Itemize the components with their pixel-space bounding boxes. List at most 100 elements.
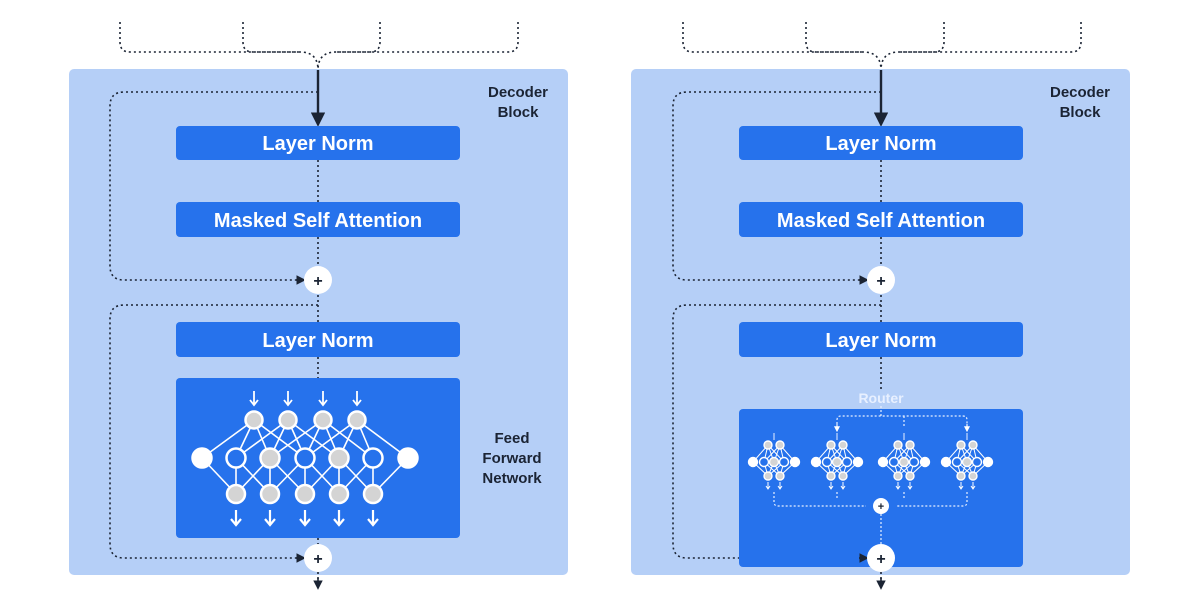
left-attention-label: Masked Self Attention [214,210,422,232]
expert-node [852,456,864,468]
right-input-lines [682,22,1082,71]
expert-node [763,471,773,481]
expert-node [898,456,910,468]
left-add-node-2 [304,544,332,572]
left-ffn-label-2: Forward [482,450,541,467]
expert-node [775,471,785,481]
left-residual-lines [109,91,318,559]
expert-node [763,440,773,450]
expert-output-arrow [828,482,834,490]
expert-node [821,456,833,468]
ffn-node [259,447,281,469]
ffn-output-arrowhead [230,518,242,527]
left-block-title-1: Decoder [488,84,548,101]
ffn-node [259,483,281,505]
ffn-node [294,483,316,505]
right-block-title-2: Block [1060,104,1102,121]
expert-node [961,456,973,468]
left-ffn-label-3: Network [482,470,542,487]
left-ffn-label-1: Feed [494,430,529,447]
right-add-node-2 [867,544,895,572]
ffn-node [225,447,247,469]
expert-node [968,471,978,481]
expert-networks [747,433,994,490]
right-layer-norm-1 [739,126,1023,160]
left-add-node-2-symbol: + [313,551,322,568]
expert-node [919,456,931,468]
expert-node [789,456,801,468]
ffn-input-arrowhead [249,399,259,407]
expert-node [951,456,963,468]
ffn-output-arrowhead [299,518,311,527]
expert-node [956,440,966,450]
expert-node [908,456,920,468]
left-block-title-2: Block [498,104,540,121]
ffn-input-arrowhead [283,399,293,407]
ffn-node [328,447,350,469]
expert-output-arrow [970,482,976,490]
right-layer-norm-1-label: Layer Norm [825,133,936,155]
ffn-input-arrowhead [318,399,328,407]
ffn-node [362,483,384,505]
left-layer-norm-1-label: Layer Norm [262,133,373,155]
ffn-node [225,483,247,505]
ffn-node [191,447,213,469]
ffn-node [294,447,316,469]
expert-output-arrow [895,482,901,490]
ffn-output-arrowhead [264,518,276,527]
ffn-node [347,410,367,430]
expert-node [768,456,780,468]
expert-output-arrow [907,482,913,490]
right-block-title-1: Decoder [1050,84,1110,101]
ffn-node [278,410,298,430]
expert-node [888,456,900,468]
expert-node [826,471,836,481]
expert-node [877,456,889,468]
expert-network [747,433,801,490]
left-decoder-panel: Decoder Block Layer Norm Masked Self Att… [69,22,568,590]
expert-network [810,433,864,490]
expert-node [905,471,915,481]
expert-node [838,471,848,481]
right-add-node-2-symbol: + [876,551,885,568]
left-attention-box [176,202,460,237]
right-add-node-1 [867,266,895,294]
right-attention-label: Masked Self Attention [777,210,985,232]
expert-node [826,440,836,450]
right-residual-lines [672,91,881,559]
right-attention-box [739,202,1023,237]
ffn-node [313,410,333,430]
right-decoder-panel: Decoder Block Layer Norm Masked Self Att… [631,22,1130,590]
left-add-node-1 [304,266,332,294]
expert-node [841,456,853,468]
router-label: Router [858,390,904,406]
expert-output-arrow [765,482,771,490]
expert-node [982,456,994,468]
right-add-node-1-symbol: + [876,273,885,290]
left-layer-norm-2-label: Layer Norm [262,330,373,352]
expert-node [956,471,966,481]
left-ffn-neural-network [191,391,419,527]
expert-node [778,456,790,468]
expert-output-arrow [840,482,846,490]
router-add-node-symbol: + [878,501,884,513]
expert-node [971,456,983,468]
left-layer-norm-2 [176,322,460,357]
expert-node [893,471,903,481]
left-layer-norm-1 [176,126,460,160]
expert-node [747,456,759,468]
expert-output-arrow [777,482,783,490]
ffn-output-arrowhead [367,518,379,527]
expert-network [877,433,931,490]
expert-node [893,440,903,450]
ffn-input-arrowhead [352,399,362,407]
expert-node [905,440,915,450]
ffn-node [328,483,350,505]
right-layer-norm-2-label: Layer Norm [825,330,936,352]
router-lines [773,406,968,545]
expert-node [968,440,978,450]
left-input-lines [119,22,519,71]
ffn-edge [269,419,324,459]
right-moe-box [739,409,1023,567]
